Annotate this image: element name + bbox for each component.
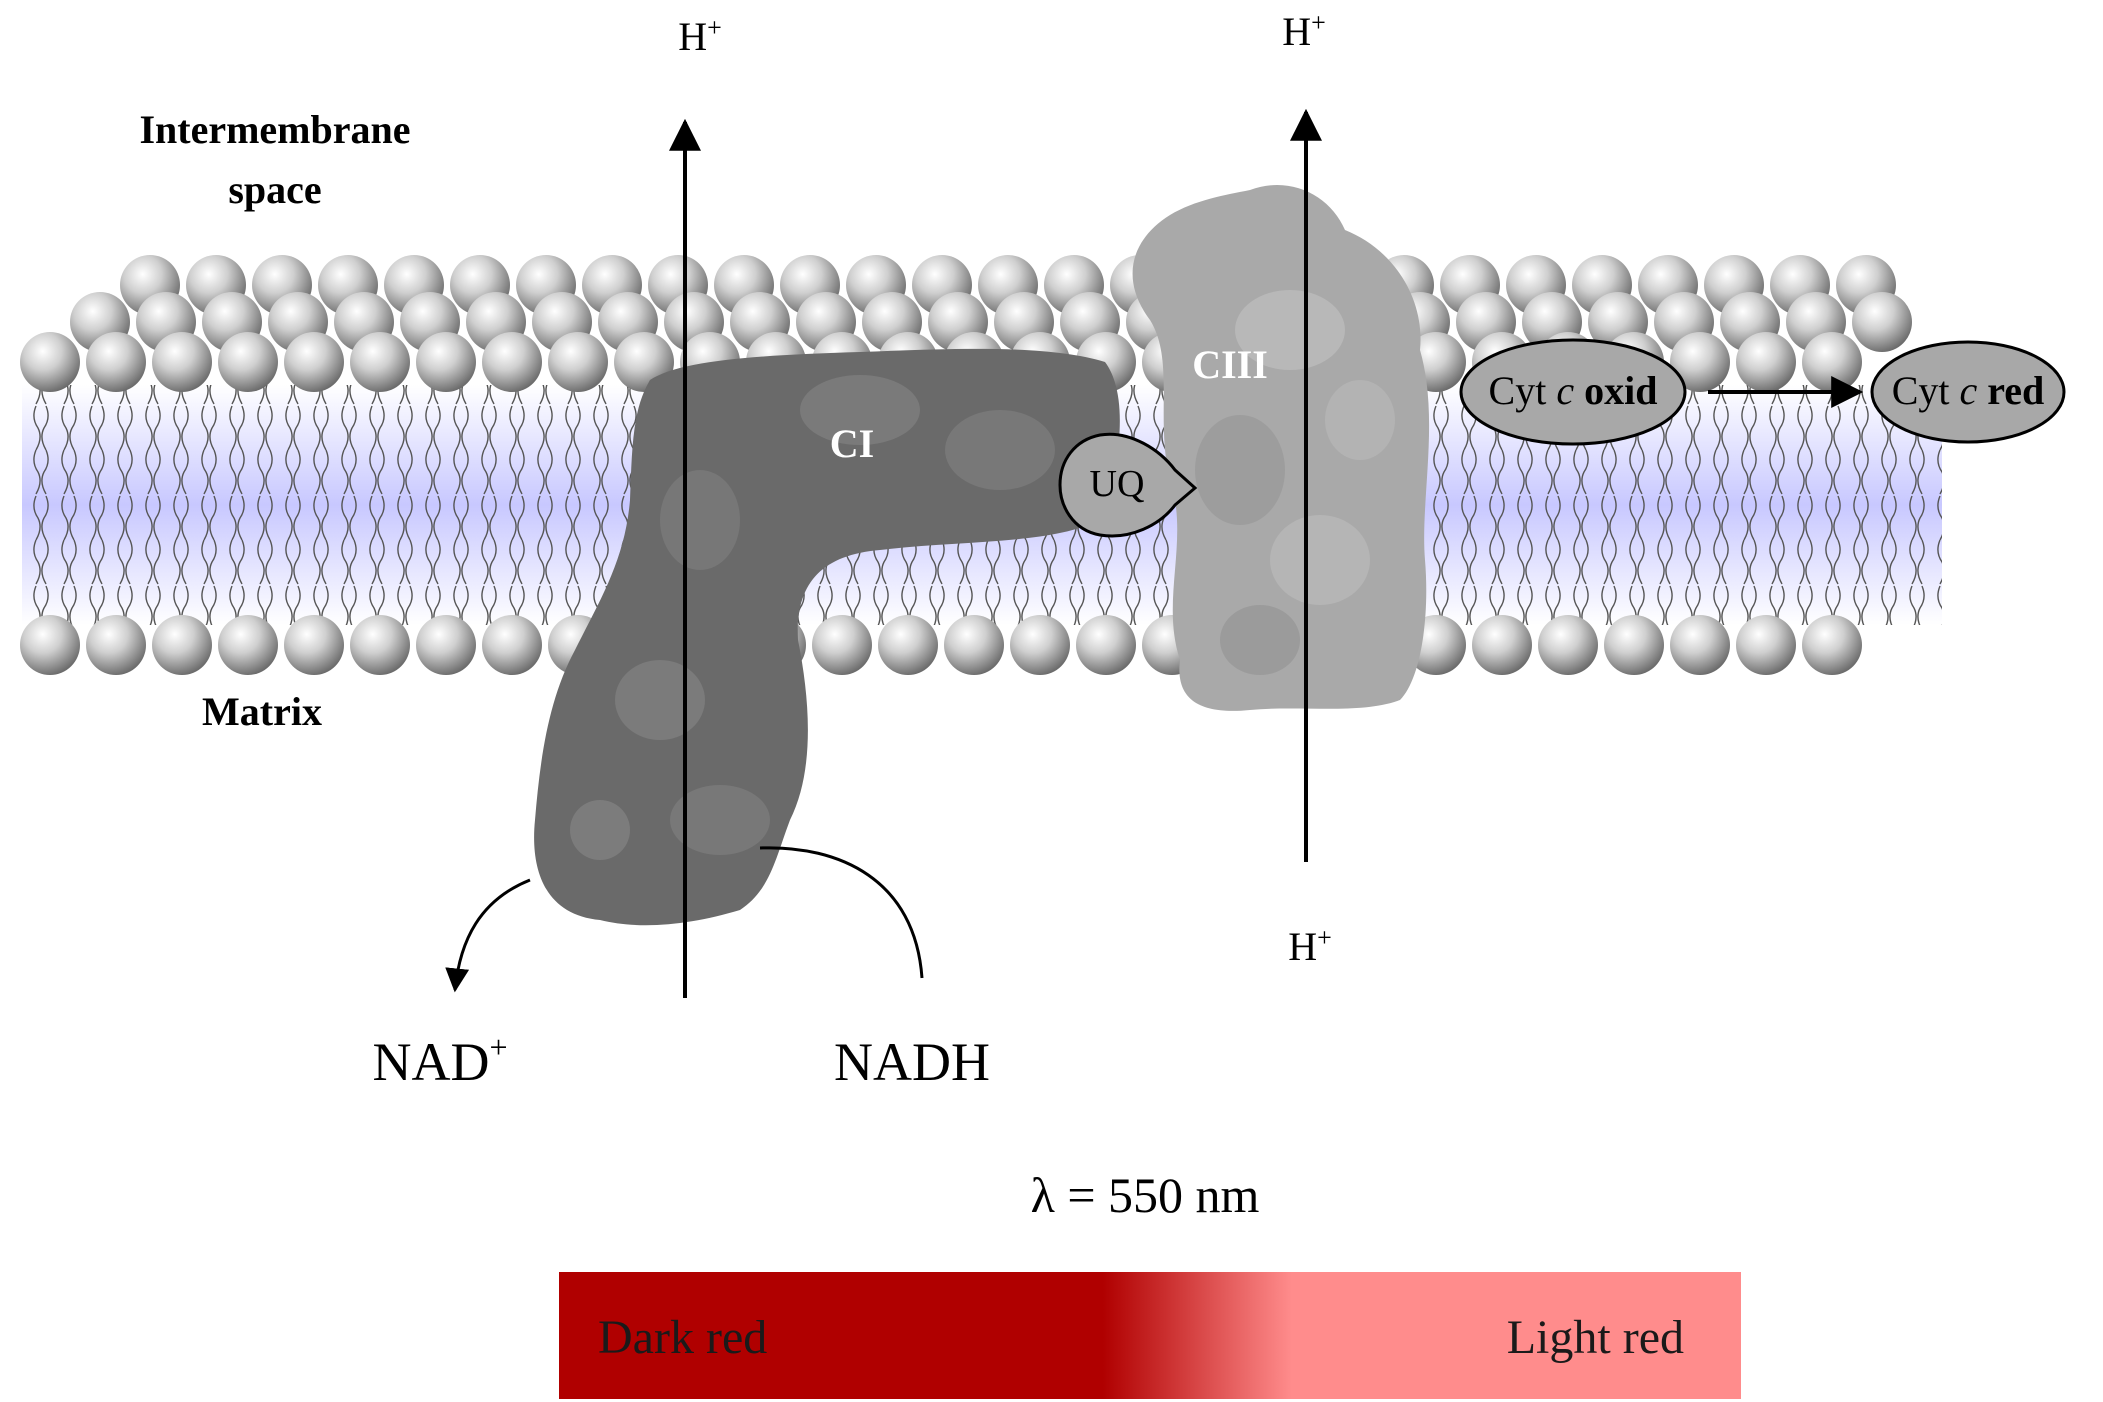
complex-iii-label: CIII	[1192, 342, 1268, 387]
lipid-head	[1736, 332, 1796, 392]
ubiquinone-shape	[1058, 432, 1198, 538]
color-scale-bar	[559, 1272, 1741, 1399]
nadh-oxidation-arrow	[455, 846, 924, 990]
lipid-head	[152, 615, 212, 675]
ubiquinone-label: UQ	[1090, 463, 1145, 505]
lipid-head	[878, 615, 938, 675]
nadh-label: NADH	[834, 1032, 990, 1092]
lipid-head	[548, 332, 608, 392]
color-scale-right-label: Light red	[1507, 1311, 1684, 1364]
proton-label-top-right: H+	[1282, 8, 1326, 54]
complex-i-label: CI	[830, 421, 874, 466]
lipid-head	[1736, 615, 1796, 675]
cyt-c-oxid-label: Cyt c oxid	[1489, 368, 1658, 413]
lipid-head	[1604, 615, 1664, 675]
lipid-head	[416, 615, 476, 675]
lipid-head	[86, 332, 146, 392]
lipid-head	[284, 615, 344, 675]
lipid-head	[218, 332, 278, 392]
lipid-head	[218, 615, 278, 675]
lipid-head	[1538, 615, 1598, 675]
wavelength-label: λ = 550 nm	[1031, 1167, 1260, 1223]
proton-label-bottom-right: H+	[1288, 923, 1332, 969]
ubiquinone: UQ	[1058, 432, 1198, 538]
cytochrome-c-oxidized: Cyt c oxid	[1459, 338, 1687, 446]
cytochrome-c-reduced: Cyt c red	[1870, 340, 2066, 444]
cyt-c-red-shape	[1870, 340, 2066, 444]
lipid-head	[20, 615, 80, 675]
cyt-c-oxid-shape	[1459, 338, 1687, 446]
nad-label: NAD+	[372, 1029, 507, 1092]
lipid-head	[416, 332, 476, 392]
lipid-head	[350, 615, 410, 675]
lipid-head	[1670, 615, 1730, 675]
lipid-head	[482, 615, 542, 675]
lipid-head	[812, 615, 872, 675]
lipid-head	[1852, 292, 1912, 352]
lipid-head	[86, 615, 146, 675]
lipid-head	[284, 332, 344, 392]
lipid-head	[944, 615, 1004, 675]
lipid-head	[1670, 332, 1730, 392]
lipid-head	[1010, 615, 1070, 675]
lipid-head	[1802, 615, 1862, 675]
lipid-head	[1802, 332, 1862, 392]
intermembrane-label-line2: space	[228, 167, 321, 212]
lipid-head	[20, 332, 80, 392]
lipid-head	[152, 332, 212, 392]
cyt-c-red-label: Cyt c red	[1892, 368, 2045, 413]
lipid-head	[350, 332, 410, 392]
matrix-label: Matrix	[202, 689, 322, 734]
lipid-head	[1472, 615, 1532, 675]
color-scale-left-label: Dark red	[598, 1311, 767, 1364]
lipid-head	[1076, 615, 1136, 675]
complex-i: CI	[534, 348, 1120, 926]
proton-label-top-left: H+	[678, 13, 722, 59]
intermembrane-label-line1: Intermembrane	[139, 107, 410, 152]
color-scale: Dark red Light red	[559, 1272, 1741, 1399]
lipid-head	[482, 332, 542, 392]
complex-iii: CIII	[1132, 184, 1430, 711]
